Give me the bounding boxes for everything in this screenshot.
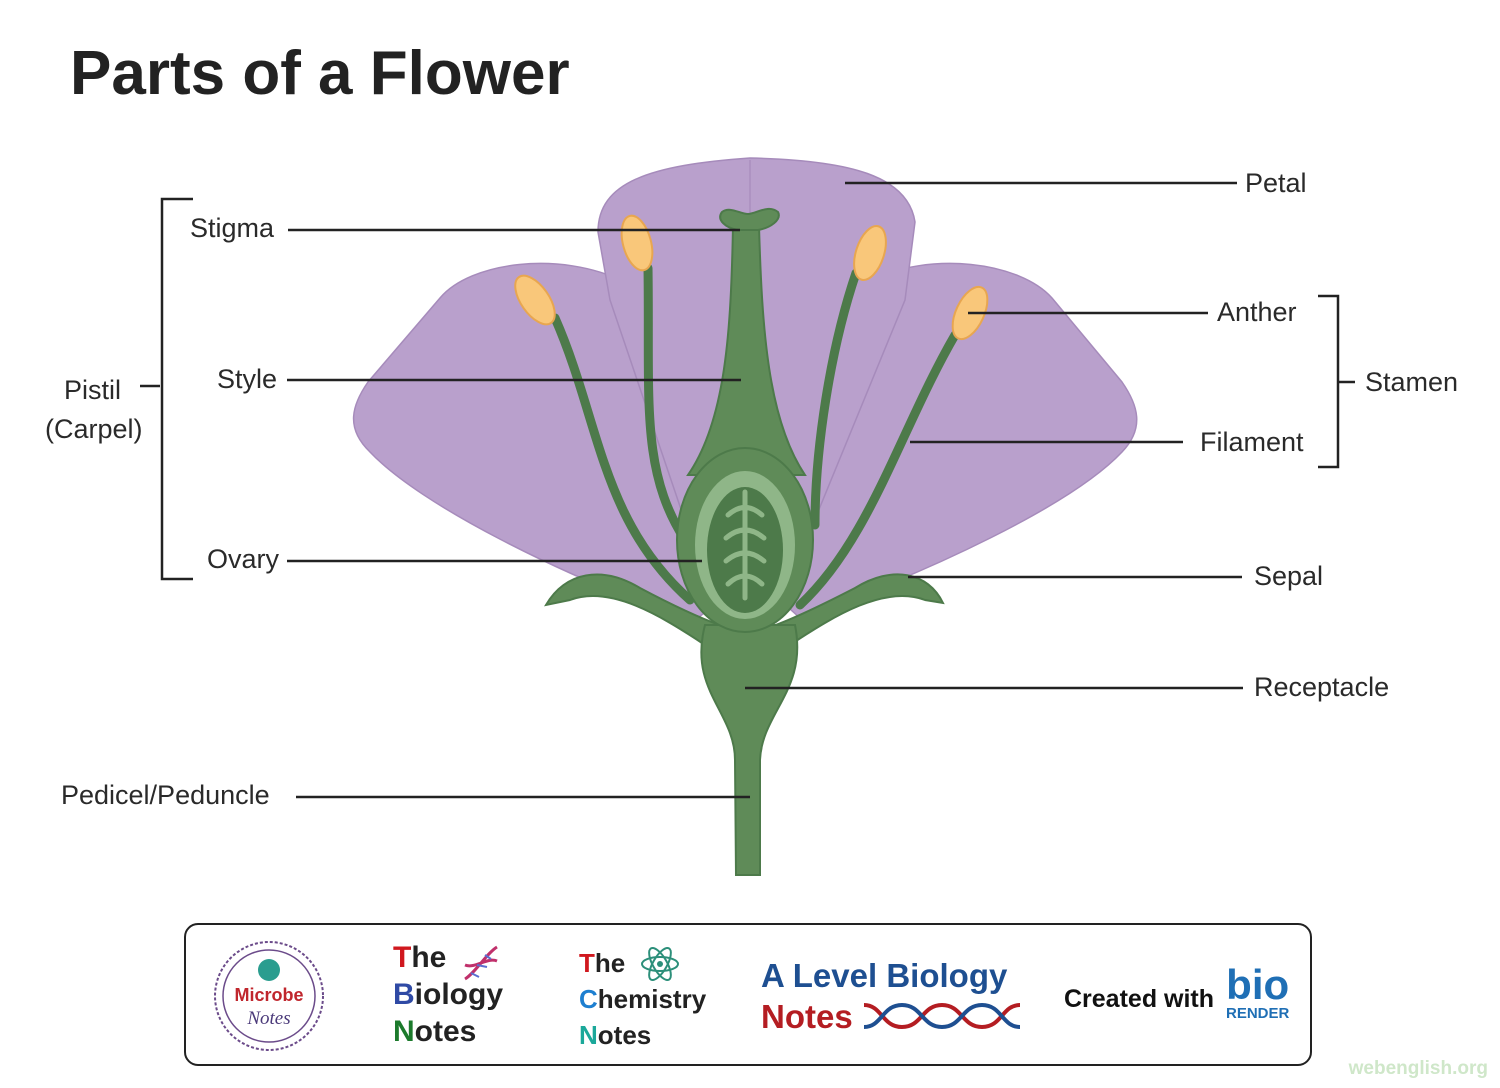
label-petal: Petal xyxy=(1245,168,1307,198)
dna-helix-icon xyxy=(863,1002,1021,1030)
label-pedicel: Pedicel/Peduncle xyxy=(61,780,270,810)
label-ovary: Ovary xyxy=(207,544,280,574)
label-receptacle: Receptacle xyxy=(1254,672,1389,702)
biorender-sub: RENDER xyxy=(1226,1005,1290,1022)
microbe-notes-logo[interactable]: Microbe Notes xyxy=(210,937,328,1055)
label-sepal: Sepal xyxy=(1254,561,1323,591)
watermark: webenglish.org xyxy=(1348,1058,1488,1079)
label-style: Style xyxy=(217,364,277,394)
filaments xyxy=(550,263,960,610)
a-level-biology-notes-logo[interactable]: A Level Biology Notes xyxy=(761,955,1007,1037)
dna-icon xyxy=(464,945,498,981)
stigma xyxy=(719,207,780,231)
biology-notes-logo[interactable]: The Biology Notes xyxy=(393,939,503,1050)
atom-icon xyxy=(641,947,679,981)
chemistry-line-3: Notes xyxy=(579,1020,652,1050)
biorender-wordmark: bio xyxy=(1226,961,1290,1008)
svg-text:Notes: Notes xyxy=(246,1008,290,1029)
receptacle xyxy=(700,624,799,876)
label-carpel: (Carpel) xyxy=(45,414,143,444)
alevel-line-2: Notes xyxy=(761,998,853,1035)
label-stamen: Stamen xyxy=(1365,367,1458,397)
chemistry-line-1: The xyxy=(579,948,626,978)
biology-line-1: The xyxy=(393,941,447,974)
label-pistil: Pistil xyxy=(64,375,121,405)
sepal-left xyxy=(544,573,724,647)
chemistry-line-2: Chemistry xyxy=(579,984,707,1014)
label-anther: Anther xyxy=(1217,297,1297,327)
chemistry-notes-logo[interactable]: The Chemistry Notes xyxy=(579,945,706,1053)
microbe-notes-badge-icon: Microbe Notes xyxy=(214,941,324,1051)
leader-lines xyxy=(140,181,1355,799)
alevel-line-1: A Level Biology xyxy=(761,957,1008,994)
biorender-logo[interactable]: bio RENDER xyxy=(1226,961,1290,1023)
biology-line-2: Biology xyxy=(393,978,504,1011)
created-with-text: Created with xyxy=(1064,985,1215,1013)
footer-logos: Microbe Notes The Biology Notes The Chem… xyxy=(184,923,1312,1066)
sepal-right xyxy=(771,573,945,647)
label-filament: Filament xyxy=(1200,427,1304,457)
label-stigma: Stigma xyxy=(190,213,275,243)
svg-text:Microbe: Microbe xyxy=(234,985,303,1005)
style xyxy=(686,225,807,476)
page-title: Parts of a Flower xyxy=(70,39,570,108)
ovary xyxy=(676,447,814,633)
biology-line-3: Notes xyxy=(393,1015,477,1048)
